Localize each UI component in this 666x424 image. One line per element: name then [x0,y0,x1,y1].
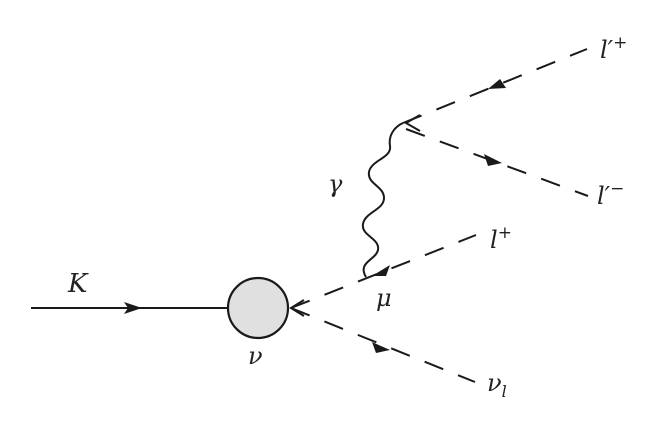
neutrino-line [290,307,476,383]
muon-lepton-line [290,234,477,309]
upper-vertex-chevron-icon [403,114,421,132]
neutrino-label: νl [487,369,507,401]
lprime-minus-line [405,128,589,197]
kaon-label: K [67,269,89,299]
photon-label: γ [328,170,343,198]
lprime-plus-arrow-icon [488,79,506,89]
lprime-plus-line [402,48,588,124]
lprime-minus-arrow-icon [484,154,502,166]
neutrino-arrow-icon [372,342,390,353]
muon-label: μ [376,284,392,312]
lprime-plus-label: l′+ [600,33,627,64]
photon-wavy-line [361,122,404,278]
lepton-plus-label: l+ [490,223,512,254]
vertex-blob [226,276,290,340]
vertex-label: ν [248,342,263,370]
lprime-minus-label: l′− [597,179,624,210]
lepton-plus-arrow-icon [372,265,390,276]
kaon-line [31,302,227,314]
kaon-arrow-icon [124,302,142,314]
